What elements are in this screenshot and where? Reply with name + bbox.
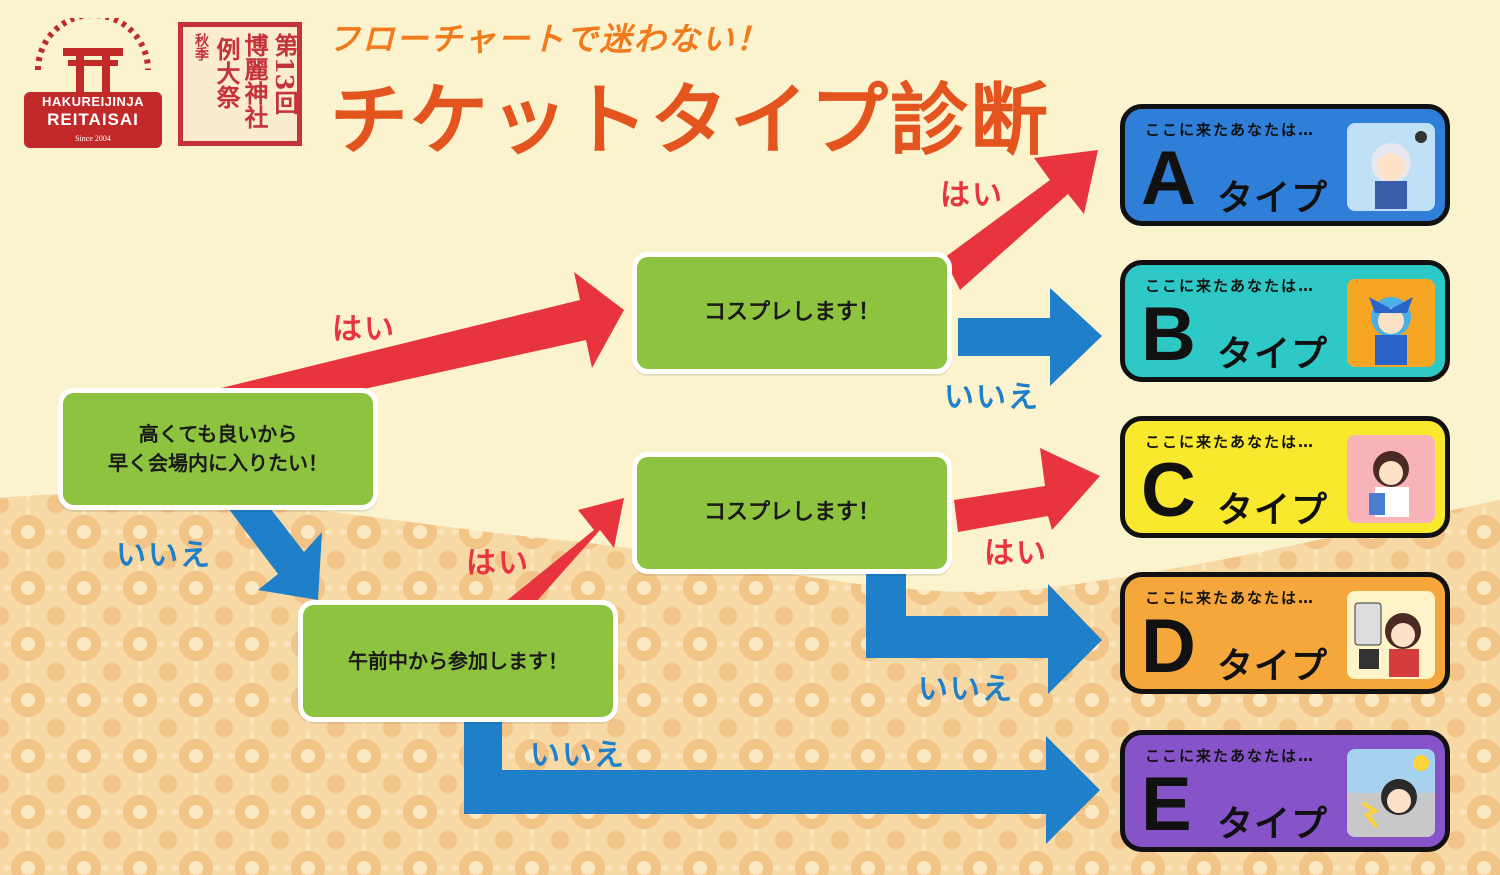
torii-icon — [24, 12, 162, 148]
result-card-c: ここに来たあなたは… C タイプ — [1120, 416, 1450, 538]
result-prefix: ここに来たあなたは… — [1145, 433, 1316, 451]
seal-col1: 秋季 — [193, 33, 209, 61]
question-q3-text: 午前中から参加します！ — [348, 648, 568, 673]
seal-col4: 第13回 — [270, 33, 299, 115]
result-prefix: ここに来たあなたは… — [1145, 277, 1316, 295]
result-prefix: ここに来たあなたは… — [1145, 747, 1316, 765]
logo-since: Since 2004 — [75, 134, 111, 143]
result-prefix: ここに来たあなたは… — [1145, 121, 1316, 139]
label-q4-no: いいえ — [918, 672, 1014, 707]
label-q4-yes: はい — [984, 536, 1048, 571]
result-letter: C — [1141, 448, 1196, 533]
arrow-q1-yes — [205, 272, 624, 422]
result-letter: A — [1141, 136, 1196, 221]
arrow-q2-yes — [944, 150, 1098, 290]
label-q3-yes: はい — [466, 546, 530, 581]
result-prefix: ここに来たあなたは… — [1145, 589, 1316, 607]
result-suffix: タイプ — [1217, 646, 1329, 687]
label-q2-no: いいえ — [944, 380, 1040, 415]
seal-col3: 博麗神社 — [240, 33, 269, 129]
question-q3: 午前中から参加します！ — [298, 600, 618, 722]
result-suffix: タイプ — [1217, 804, 1329, 845]
question-q1: 高くても良いから 早く会場内に入りたい！ — [58, 388, 378, 510]
character-avatar-b — [1347, 279, 1435, 367]
result-suffix: タイプ — [1217, 334, 1329, 375]
logo-name-line1: HAKUREIJINJA — [41, 94, 145, 109]
arrow-q1-no — [228, 508, 322, 600]
label-q1-yes: はい — [332, 312, 396, 347]
result-card-e: ここに来たあなたは… E タイプ — [1120, 730, 1450, 852]
arrow-q3-yes — [505, 498, 624, 620]
arrow-q4-yes — [954, 448, 1100, 532]
result-letter: E — [1141, 762, 1192, 847]
event-seal: 秋季 例大祭 博麗神社 第13回 — [178, 22, 302, 146]
arrow-q2-no — [958, 288, 1102, 386]
question-q4: コスプレします！ — [632, 452, 952, 574]
arrow-q3-no — [464, 718, 1100, 844]
label-q3-no: いいえ — [530, 738, 626, 773]
logo-name-line2: REITAISAI — [47, 110, 139, 129]
label-q2-yes: はい — [940, 178, 1004, 213]
question-q2: コスプレします！ — [632, 252, 952, 374]
question-q1-text: 高くても良いから 早く会場内に入りたい！ — [108, 422, 328, 475]
result-card-b: ここに来たあなたは… B タイプ — [1120, 260, 1450, 382]
question-q4-text: コスプレします！ — [703, 500, 880, 526]
result-suffix: タイプ — [1217, 178, 1329, 219]
character-avatar-e — [1347, 749, 1435, 837]
character-avatar-c — [1347, 435, 1435, 523]
arrow-q4-no — [866, 572, 1102, 694]
character-avatar-a — [1347, 123, 1435, 211]
result-card-d: ここに来たあなたは… D タイプ — [1120, 572, 1450, 694]
result-letter: D — [1141, 604, 1196, 689]
seal-col2: 例大祭 — [212, 37, 241, 109]
page-subtitle: フローチャートで迷わない！ — [328, 20, 770, 58]
result-card-a: ここに来たあなたは… A タイプ — [1120, 104, 1450, 226]
result-letter: B — [1141, 292, 1196, 377]
page-title: チケットタイプ診断 — [330, 76, 1051, 166]
question-q2-text: コスプレします！ — [703, 300, 880, 326]
event-logo: HAKUREIJINJA REITAISAI Since 2004 — [18, 12, 168, 153]
character-avatar-d — [1347, 591, 1435, 679]
result-suffix: タイプ — [1217, 490, 1329, 531]
label-q1-no: いいえ — [116, 538, 212, 573]
